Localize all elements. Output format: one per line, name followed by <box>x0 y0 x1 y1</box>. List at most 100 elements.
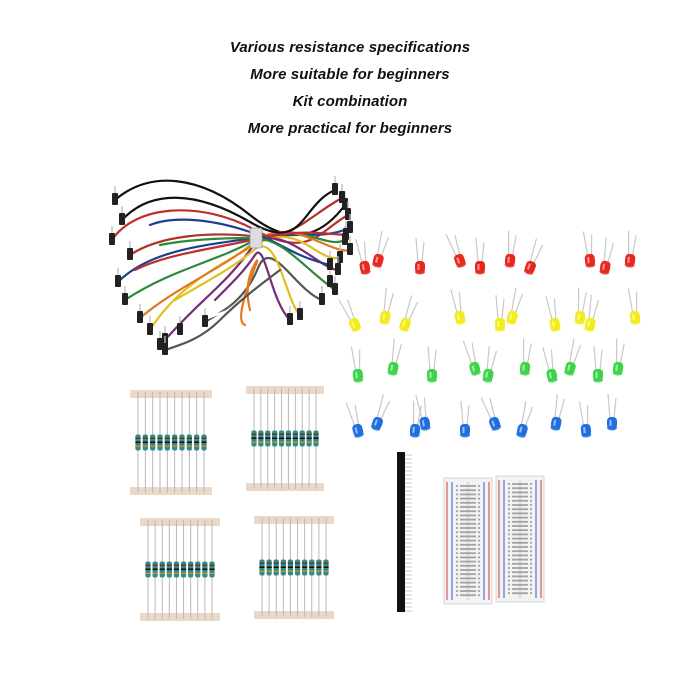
breadboard-hole <box>456 531 458 534</box>
breadboard-hole <box>462 590 464 592</box>
breadboard-hole <box>516 562 518 565</box>
led-lead <box>355 238 363 263</box>
resistor-band <box>194 445 200 447</box>
breadboard-hole <box>522 504 524 506</box>
breadboard-hole <box>460 506 462 508</box>
resistor-band <box>287 570 294 572</box>
breadboard-hole <box>512 583 514 586</box>
breadboard-hole <box>466 514 468 517</box>
resistor-band <box>202 564 208 566</box>
jumper-wire-bundle-icon <box>109 176 353 355</box>
breadboard-hole <box>524 495 526 498</box>
led-lead <box>569 338 575 363</box>
breadboard-hole <box>464 590 466 592</box>
led-highlight <box>577 313 580 320</box>
breadboard-hole <box>530 487 532 490</box>
resistor-band <box>142 441 148 443</box>
breadboard-hole <box>508 579 510 582</box>
resistor-band <box>285 441 292 443</box>
resistor-tape <box>130 487 212 495</box>
resistor-tape <box>246 386 324 394</box>
resistor-strip-icon <box>140 518 220 621</box>
resistor-band <box>186 437 192 439</box>
led-rim <box>504 262 515 268</box>
resistor-band <box>272 437 278 439</box>
resistor-band <box>180 564 187 566</box>
breadboard-hole <box>514 491 516 494</box>
breadboard-hole <box>526 491 528 494</box>
breadboard-hole <box>456 560 458 563</box>
breadboard-hole <box>526 504 528 506</box>
breadboard-hole <box>470 556 472 559</box>
breadboard-hole <box>530 571 532 574</box>
led-icon <box>506 287 524 325</box>
breadboard-hole <box>460 539 462 542</box>
breadboard-hole <box>522 588 524 590</box>
breadboard-hole <box>512 499 514 502</box>
resistor-band <box>135 437 141 439</box>
breadboard-hole <box>468 539 470 542</box>
led-highlight <box>602 263 606 270</box>
led-lead <box>495 294 499 320</box>
breadboard-hole <box>468 531 470 534</box>
led-rim <box>523 268 534 275</box>
breadboard-hole <box>478 506 480 508</box>
breadboard-hole <box>518 508 520 511</box>
breadboard-hole <box>518 529 520 532</box>
breadboard-hole <box>520 520 522 523</box>
breadboard-hole <box>522 558 524 561</box>
led-lead <box>607 393 611 419</box>
breadboard-hole <box>464 585 466 588</box>
breadboard-hole <box>514 546 516 548</box>
breadboard-hole <box>464 539 466 542</box>
breadboard-hole <box>522 571 524 574</box>
breadboard-hole <box>524 520 526 523</box>
breadboard-hole <box>524 504 526 506</box>
breadboard-hole <box>474 543 476 546</box>
breadboard-hole <box>508 520 510 523</box>
led-lead <box>445 233 457 257</box>
breadboard-hole <box>522 483 524 485</box>
breadboard-hole <box>474 569 476 571</box>
breadboard-hole <box>514 571 516 574</box>
resistor-band <box>309 562 315 564</box>
breadboard-hole <box>526 537 528 540</box>
led-highlight <box>351 321 356 328</box>
breadboard-hole <box>466 594 468 597</box>
resistor-band <box>306 433 312 435</box>
breadboard-hole <box>474 590 476 592</box>
breadboard-hole <box>530 583 532 586</box>
resistor-band <box>292 437 298 439</box>
breadboard-hole <box>462 493 464 496</box>
breadboard-hole <box>530 516 532 519</box>
breadboard-hole <box>526 550 528 553</box>
breadboard-hole <box>516 529 518 532</box>
resistor-strip-icon <box>254 516 334 619</box>
led-icon <box>460 400 470 438</box>
led-highlight <box>485 371 489 378</box>
led-lead <box>427 345 431 371</box>
breadboard-hole <box>520 512 522 515</box>
breadboard-hole <box>526 541 528 544</box>
resistor-band <box>266 562 272 564</box>
breadboard-hole <box>462 585 464 588</box>
breadboard-hole <box>526 520 528 523</box>
led-rim <box>630 319 641 325</box>
led-lead <box>354 404 359 425</box>
breadboard-hole <box>460 531 462 534</box>
breadboard-hole <box>520 495 522 498</box>
breadboard-hole <box>464 581 466 584</box>
breadboard-hole <box>522 579 524 582</box>
breadboard-hole <box>508 508 510 511</box>
resistor-band <box>145 572 151 574</box>
breadboard-hole <box>466 493 468 496</box>
breadboard-hole <box>508 546 510 548</box>
breadboard-hole <box>522 562 524 565</box>
led-rim <box>387 370 398 376</box>
breadboard-hole <box>470 514 472 517</box>
resistor-band <box>172 445 178 447</box>
breadboard-hole <box>462 501 464 504</box>
led-lead <box>529 238 538 262</box>
breadboard-hole <box>478 552 480 555</box>
breadboard-hole <box>474 489 476 492</box>
